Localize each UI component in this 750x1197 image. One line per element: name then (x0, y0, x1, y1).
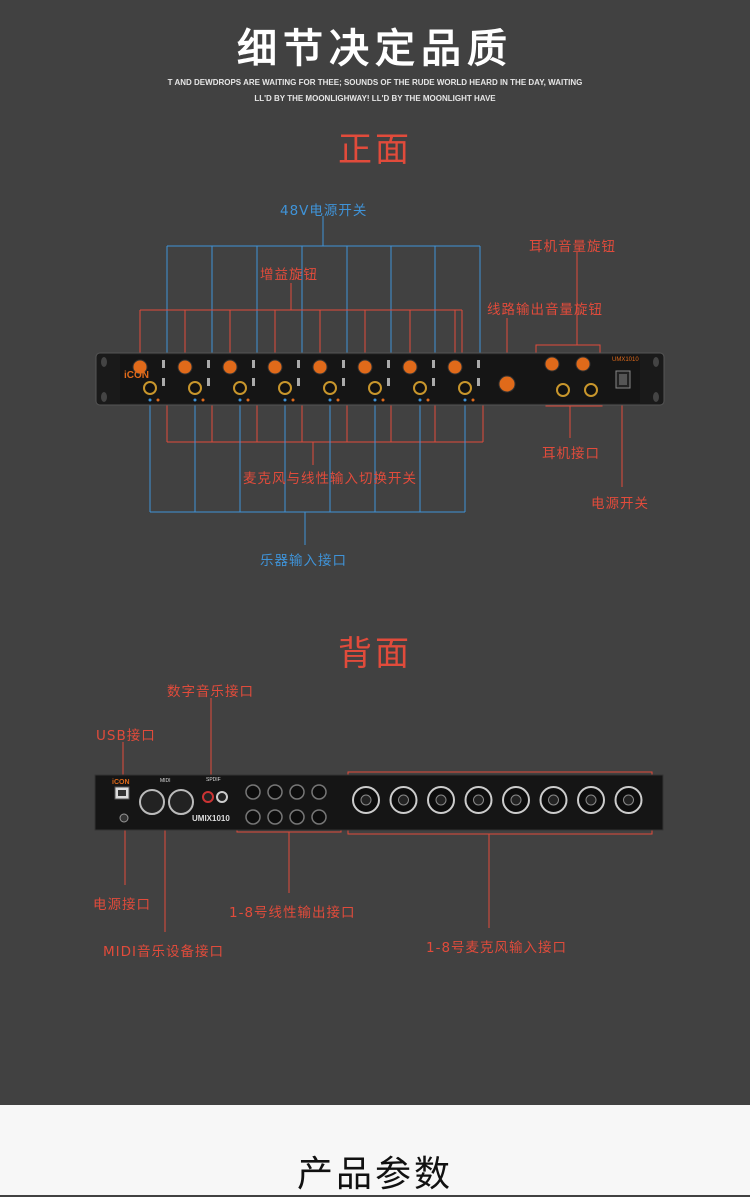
front-model-label: UMX1010 (612, 357, 639, 363)
footer-title: 产品参数 (296, 1154, 453, 1195)
front-device (95, 352, 665, 406)
back-heading: 背面 (338, 634, 412, 674)
front-channel-strip (312, 359, 345, 402)
footer-band (0, 1105, 750, 1195)
line-out-jack (245, 809, 261, 825)
label-line-out: 1-8号线性输出接口 (229, 905, 356, 921)
front-channel-strip (132, 359, 165, 402)
subtitle-line-1: T AND DEWDROPS ARE WAITING FOR THEE; SOU… (167, 78, 583, 87)
label-digital-audio: 数字音乐接口 (167, 684, 254, 700)
label-usb: USB接口 (96, 728, 156, 744)
line-out-jack (289, 784, 305, 800)
label-phantom-switch: 48V电源开关 (280, 203, 368, 219)
label-headphone-jack: 耳机接口 (542, 446, 600, 462)
back-spdif-tag: SPDIF (206, 777, 221, 783)
label-headphone-volume: 耳机音量旋钮 (529, 239, 616, 255)
subtitle-line-2: LL'D BY THE MOONLIGHWAY! LL'D BY THE MOO… (254, 94, 496, 103)
label-gain-knob: 增益旋钮 (260, 267, 318, 283)
instrument-bracket (149, 400, 466, 545)
line-out-jack (311, 809, 327, 825)
label-power-switch: 电源开关 (591, 496, 649, 512)
line-out-jack (267, 784, 283, 800)
back-device (94, 774, 664, 831)
label-mic-in: 1-8号麦克风输入接口 (426, 940, 568, 956)
front-channel-strip (222, 359, 255, 402)
line-out-jack (289, 809, 305, 825)
front-channel-strip (357, 359, 390, 402)
line-out-jack (311, 784, 327, 800)
front-channel-strip (267, 359, 300, 402)
label-mic-line-switch: 麦克风与线性输入切换开关 (243, 471, 417, 487)
front-brand-logo: iCON (124, 370, 149, 381)
label-power-jack: 电源接口 (93, 897, 151, 913)
front-channel-strip (402, 359, 435, 402)
phantom-bracket (166, 216, 481, 355)
front-channel-strip (447, 359, 480, 402)
line-out-jack (245, 784, 261, 800)
front-channel-strip (177, 359, 210, 402)
label-midi: MIDI音乐设备接口 (103, 944, 225, 960)
back-model-label: UMIX1010 (192, 814, 230, 823)
label-instrument-input: 乐器输入接口 (260, 553, 347, 569)
gain-bracket (139, 283, 463, 360)
front-heading: 正面 (338, 130, 412, 170)
line-out-jack (267, 809, 283, 825)
back-brand-logo: iCON (112, 779, 130, 786)
label-lineout-volume: 线路输出音量旋钮 (487, 302, 603, 318)
back-midi-tag: MIDI (160, 778, 171, 784)
page-title: 细节决定品质 (237, 26, 513, 72)
